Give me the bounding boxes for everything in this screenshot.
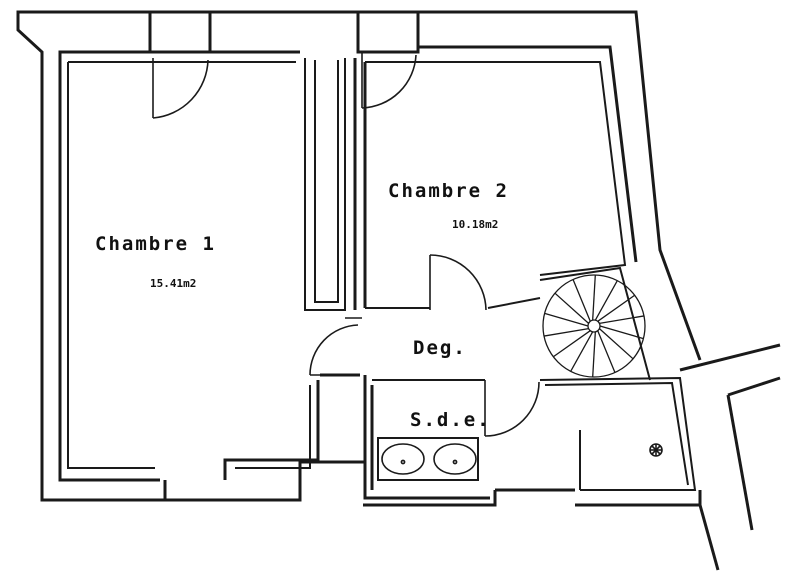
room-area-chambre-1: 15.41m2 [150, 277, 196, 290]
spiral-staircase [542, 274, 646, 378]
stair-tread [570, 331, 594, 372]
room-area-chambre-2: 10.18m2 [452, 218, 498, 231]
door-deg-chambre-1 [309, 317, 362, 376]
room-label-deg: Deg. [413, 337, 467, 359]
room-label-chambre-2: Chambre 2 [388, 180, 509, 202]
stair-tread [552, 330, 591, 358]
shower-drain-icon [649, 443, 663, 457]
double-sink [377, 437, 479, 481]
stair-tread [599, 325, 644, 340]
stair-tread [572, 279, 591, 322]
stair-tread [554, 292, 590, 324]
stair-tread [544, 312, 589, 327]
stair-tread [543, 327, 589, 337]
interior-walls [67, 58, 697, 500]
doors [152, 52, 540, 437]
room-label-chambre-1: Chambre 1 [95, 233, 216, 255]
stair-tread [592, 274, 596, 321]
stair-tread [594, 280, 618, 321]
door-sde [484, 380, 540, 437]
door-chambre-2 [361, 52, 417, 109]
room-label-sde: S.d.e. [410, 409, 491, 431]
door-chambre-1 [152, 58, 209, 119]
outer-walls [16, 10, 781, 571]
door-deg-chambre-2 [429, 254, 487, 311]
stair-tread [598, 328, 634, 360]
stair-tread [597, 330, 616, 373]
stair-tread [592, 331, 596, 378]
stair-tread [599, 315, 645, 325]
stair-tread [597, 294, 636, 322]
